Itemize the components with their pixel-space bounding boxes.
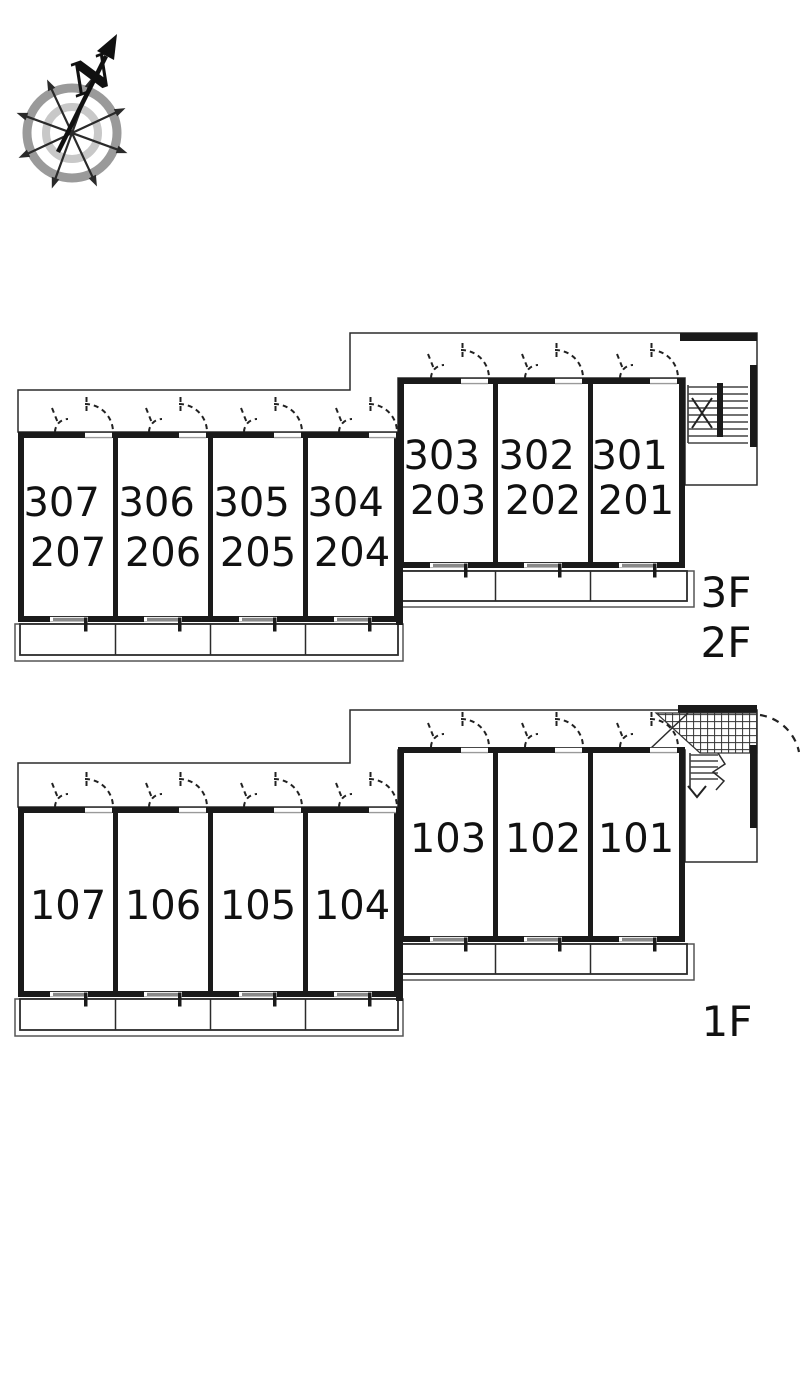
compass-spokes	[16, 77, 128, 189]
entrance-door-arc	[759, 713, 800, 753]
stair-break-line	[711, 752, 727, 791]
room-label-104: 104	[314, 883, 390, 929]
room-label-304-204: 304 204	[307, 480, 396, 576]
upper-right-room-block: 303 203 302 202 301 201	[396, 342, 685, 625]
room-label-306-206: 306 206	[118, 480, 207, 576]
room-label-101: 101	[598, 816, 674, 862]
north-arrow-icon	[55, 34, 117, 154]
lower-stair	[687, 745, 757, 828]
upper-floor-plan: 307 207 306 206 305 205 304 204	[14, 332, 758, 667]
upper-top-wall-bar	[680, 333, 757, 341]
room-label-307-207: 307 207	[23, 480, 112, 576]
stair-direction-arrow	[687, 785, 707, 799]
floor-label-1f: 1F	[702, 997, 753, 1046]
lower-right-room-block: 103 102 101	[396, 711, 685, 1001]
lower-left-room-block: 107 106 105 104	[18, 771, 400, 1007]
room-label-303-203: 303 203	[403, 433, 492, 524]
door-arc	[521, 711, 584, 754]
room-label-302-202: 302 202	[498, 433, 587, 524]
connector-wall	[396, 565, 403, 625]
compass-rose: N	[16, 34, 128, 189]
room-label-105: 105	[220, 883, 296, 929]
room-label-103: 103	[410, 816, 486, 862]
room-label-305-205: 305 205	[213, 480, 302, 576]
connector-wall	[396, 939, 403, 1001]
room-label-106: 106	[125, 883, 201, 929]
floor-label-3f: 3F	[701, 568, 752, 617]
room-label-102: 102	[505, 816, 581, 862]
lower-right-balcony	[397, 943, 695, 981]
upper-right-balcony	[397, 570, 695, 608]
lower-floor-plan: 107 106 105 104 103 102 101 1F	[14, 705, 800, 1046]
compass-outer-ring	[22, 83, 122, 183]
room-label-107: 107	[30, 883, 106, 929]
upper-left-balcony	[14, 623, 404, 662]
room-label-301-201: 301 201	[591, 433, 680, 524]
upper-left-room-block: 307 207 306 206 305 205 304 204	[18, 396, 400, 632]
upper-stairwell	[687, 365, 757, 447]
floor-label-2f: 2F	[701, 618, 752, 667]
compass-inner-ring	[42, 103, 102, 163]
door-arc	[427, 711, 490, 754]
lower-left-balcony	[14, 998, 404, 1037]
lower-top-wall-bar	[678, 705, 757, 713]
